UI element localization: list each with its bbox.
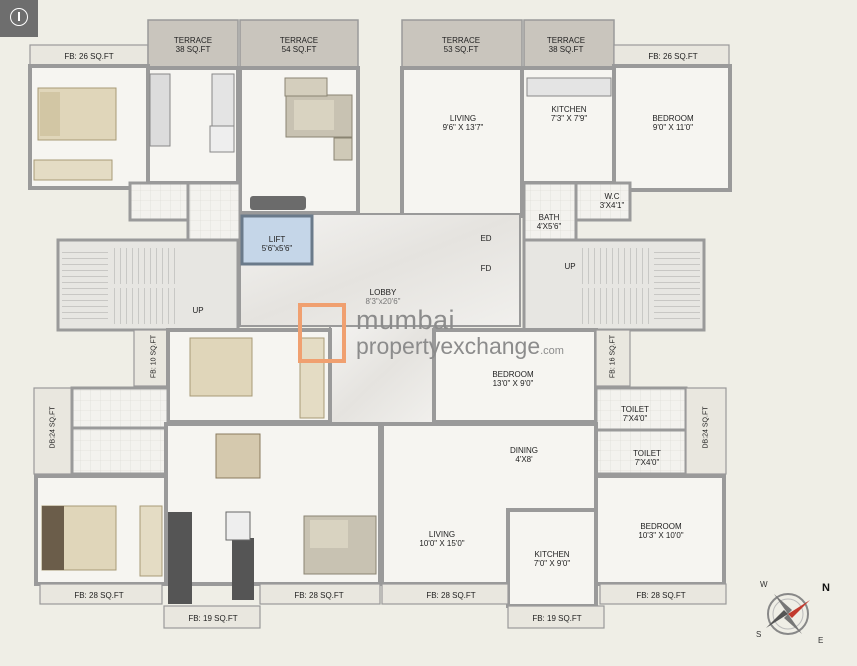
bedroom-tr	[612, 64, 732, 192]
fb-19-left-label: FB: 19 SQ.FT	[188, 614, 238, 623]
up-left-label: UP	[192, 306, 204, 315]
toilet-br-1	[594, 386, 688, 432]
fb-tl-label: FB: 26 SQ.FT	[64, 52, 114, 61]
fb-19-right-label: FB: 19 SQ.FT	[532, 614, 582, 623]
balcony-fb-br	[599, 583, 727, 605]
fb-bm-label: FB: 28 SQ.FT	[426, 591, 476, 600]
fb-bl-label: FB: 28 SQ.FT	[74, 591, 124, 600]
bedroom-br	[594, 474, 726, 586]
watermark-line1: mumbai	[356, 305, 456, 335]
flat-bottom-right	[380, 328, 727, 629]
fb-16-label: FB: 16 SQ.FT	[609, 334, 617, 379]
kitchen-br	[506, 508, 598, 608]
watermark-logo-icon	[298, 303, 346, 363]
balcony-fb-19-l	[163, 605, 261, 629]
duct-db-left	[33, 387, 73, 475]
toilet-bl-2	[70, 426, 170, 476]
balcony-fb-bm	[381, 583, 509, 605]
fd-label: FD	[480, 264, 492, 273]
compass-icon: N W S E	[752, 578, 834, 648]
balcony-fb-bl2	[259, 583, 381, 605]
wc-tr	[574, 181, 632, 222]
ed-label: ED	[480, 234, 492, 243]
core	[56, 213, 706, 425]
db-left-label: DB:24 SQ.FT	[49, 406, 57, 449]
compass-w: W	[760, 580, 768, 589]
wash-tl	[186, 181, 242, 245]
terrace-3	[401, 19, 523, 69]
flat-top-left	[28, 19, 360, 245]
flat-bottom-left	[33, 328, 382, 629]
fb-10-label: FB: 10 SQ.FT	[150, 334, 158, 379]
terrace-1	[147, 19, 239, 69]
toilet-tl	[128, 181, 190, 222]
living-tr	[400, 66, 524, 218]
balcony-fb-bl	[39, 583, 163, 605]
fb-br-label: FB: 28 SQ.FT	[636, 591, 686, 600]
watermark-line2: propertyexchange.com	[356, 333, 564, 359]
toilet-bl-1	[70, 386, 170, 430]
fb-bl2-label: FB: 28 SQ.FT	[294, 591, 344, 600]
info-icon	[10, 8, 28, 26]
balcony-fb-16	[595, 329, 631, 387]
terrace-4	[523, 19, 615, 69]
lift	[240, 214, 314, 266]
up-right-label: UP	[564, 262, 576, 271]
compass-n: N	[822, 582, 830, 594]
info-button[interactable]	[0, 0, 38, 37]
duct-db-right	[685, 387, 727, 475]
fb-tr-label: FB: 26 SQ.FT	[648, 52, 698, 61]
db-right-label: DB:24 SQ.FT	[702, 406, 710, 449]
compass-s: S	[756, 630, 762, 639]
compass-e: E	[818, 636, 824, 645]
balcony-fb-19-r	[507, 605, 605, 629]
terrace-2	[239, 19, 359, 69]
watermark: mumbai propertyexchange.com	[298, 303, 566, 369]
